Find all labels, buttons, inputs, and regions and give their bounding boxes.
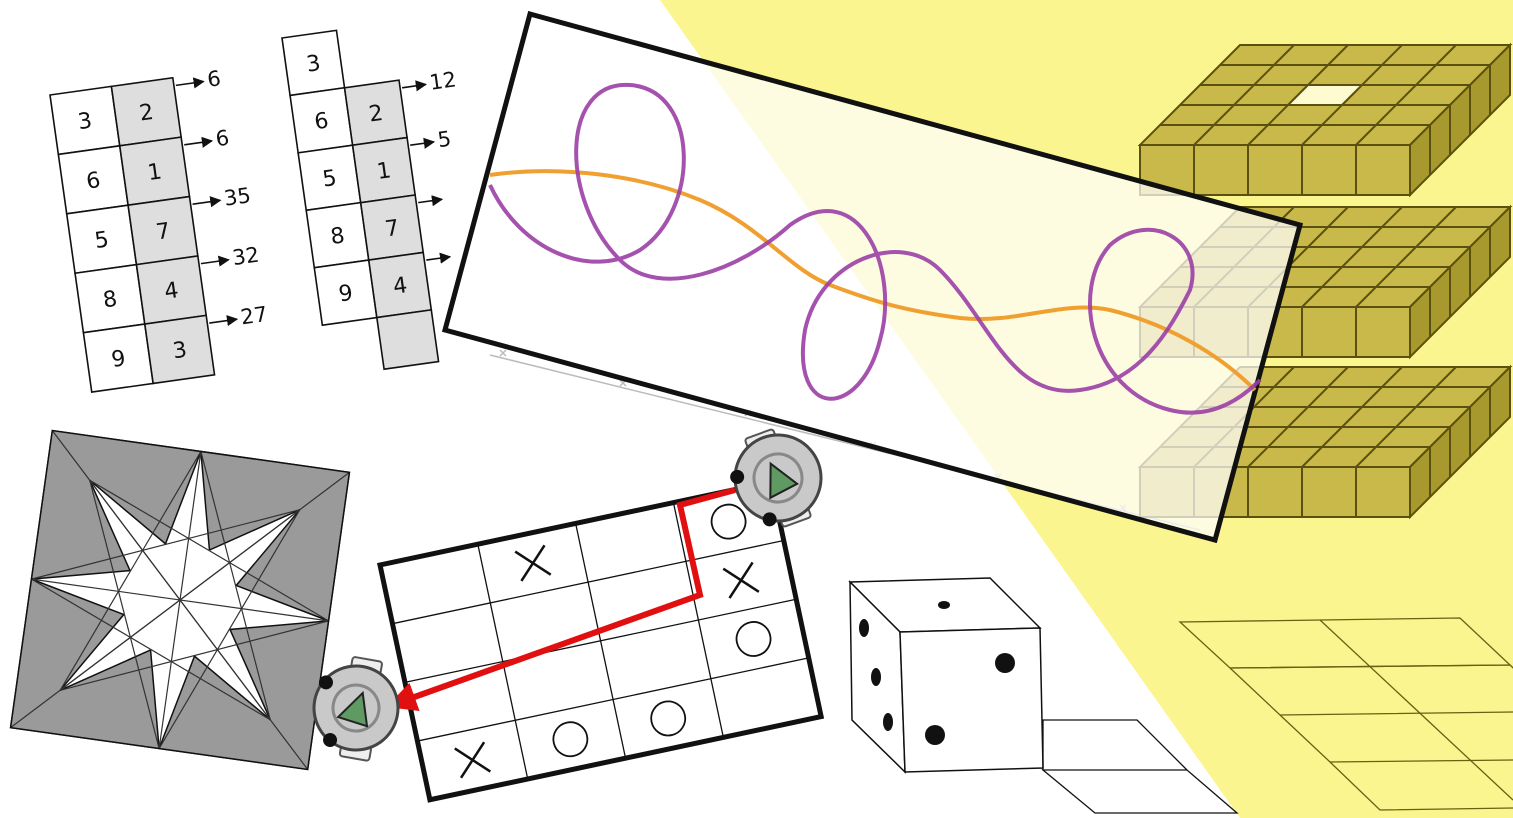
product-label: 6 [206,66,223,92]
product-label: 32 [231,243,261,270]
product-label: 35 [222,183,252,210]
product-label: 12 [428,67,458,94]
product-label: 5 [436,127,453,153]
robot-grid [380,482,821,800]
eight-point-star-icon [11,431,350,770]
product-label: 27 [239,302,269,329]
product-label: 6 [214,126,231,152]
